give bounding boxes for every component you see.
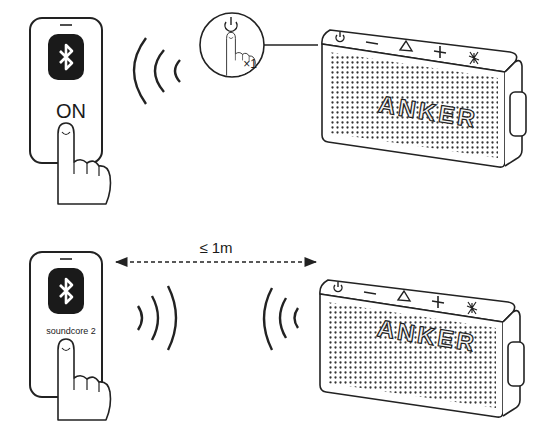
phone-screen: soundcore 2 bbox=[28, 250, 114, 400]
brand-logo: ANKER bbox=[317, 81, 539, 143]
zoom-circle: ×1 bbox=[200, 13, 264, 77]
leader-line bbox=[264, 44, 318, 45]
screen-text: ON bbox=[28, 100, 114, 123]
speaker: ANKER bbox=[318, 26, 538, 176]
speaker: ANKER bbox=[316, 256, 538, 416]
distance-arrow bbox=[116, 261, 316, 263]
screen-text: soundcore 2 bbox=[28, 326, 114, 336]
press-count: ×1 bbox=[200, 57, 257, 71]
distance-label: ≤ 1m bbox=[196, 239, 235, 256]
brand-logo: ANKER bbox=[315, 305, 539, 367]
phone-screen: ON bbox=[28, 16, 114, 166]
